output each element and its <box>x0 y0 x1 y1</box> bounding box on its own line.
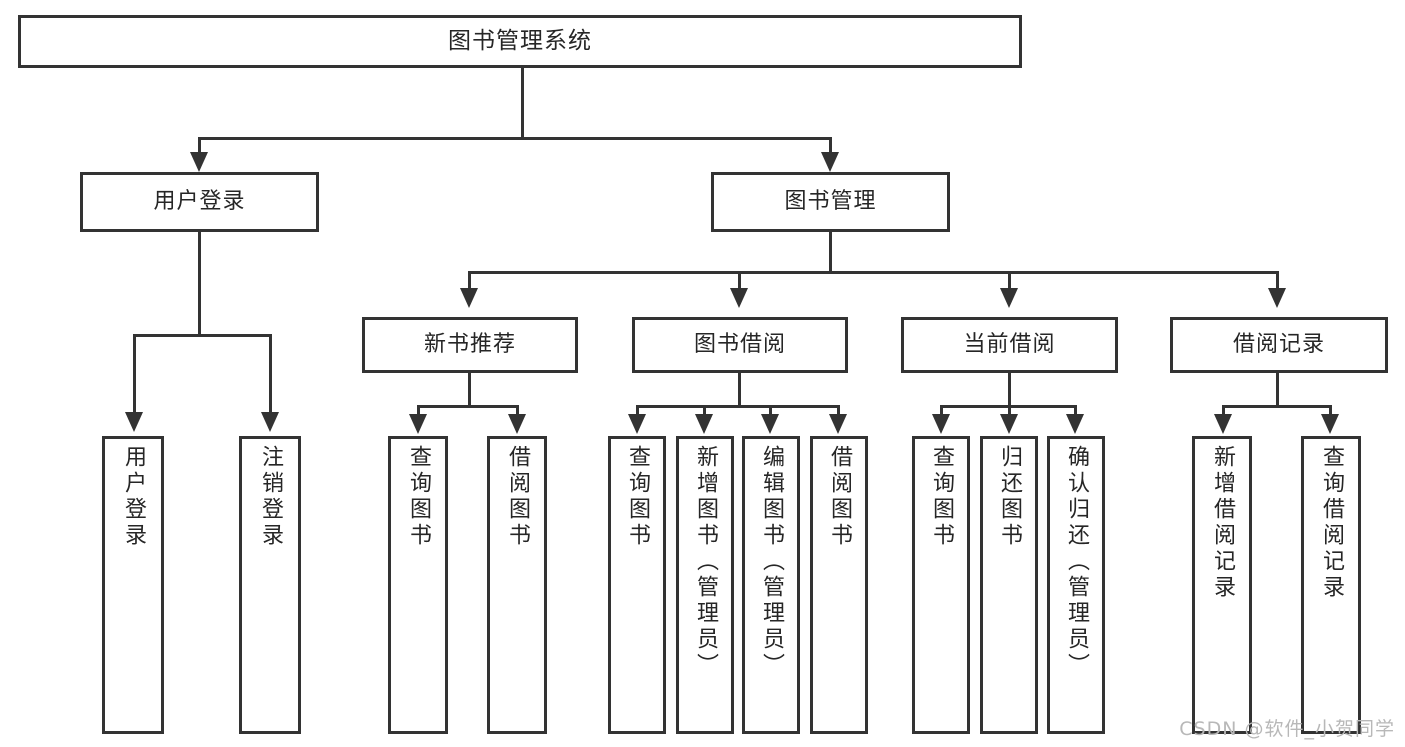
node-label: 查询图书 <box>625 445 650 549</box>
node-label: 查询图书 <box>406 445 431 549</box>
connector-user-login-right-drop <box>269 334 272 414</box>
node-label: 当前借阅 <box>963 332 1056 358</box>
connector-cb-drop-2 <box>1008 405 1011 417</box>
connector-user-login-trunk <box>198 232 201 336</box>
node-label: 借阅记录 <box>1232 332 1325 358</box>
arrow-bb-leaf-4 <box>829 414 847 434</box>
arrow-br-leaf-1 <box>1214 414 1232 434</box>
node-label: 用户登录 <box>153 189 246 215</box>
arrow-bm-to-new-book <box>460 288 478 308</box>
arrow-bb-leaf-3 <box>761 414 779 434</box>
connector-bb-drop-4 <box>837 405 840 417</box>
connector-bb-drop-2 <box>703 405 706 417</box>
leaf-user-login[interactable]: 用户登录 <box>102 436 164 734</box>
arrow-to-leaf-logout <box>261 412 279 432</box>
leaf-bb-edit-book-admin[interactable]: 编辑图书（管理员） <box>742 436 800 734</box>
arrow-root-to-user-login <box>190 152 208 172</box>
node-label: 借阅图书 <box>827 445 852 549</box>
connector-root-bar <box>198 137 831 140</box>
connector-br-trunk <box>1276 373 1279 407</box>
connector-root-trunk <box>521 68 524 139</box>
connector-nbr-drop-2 <box>516 405 519 417</box>
arrow-nbr-leaf-1 <box>409 414 427 434</box>
node-borrow-record[interactable]: 借阅记录 <box>1170 317 1388 373</box>
connector-nbr-bar <box>417 405 519 408</box>
arrow-br-leaf-2 <box>1321 414 1339 434</box>
node-label: 图书借阅 <box>693 332 786 358</box>
arrow-cb-leaf-3 <box>1066 414 1084 434</box>
connector-book-management-trunk <box>829 232 832 273</box>
connector-bm-to-borrow-record <box>1276 271 1279 291</box>
connector-root-to-book-management <box>829 137 832 155</box>
arrow-cb-leaf-2 <box>1000 414 1018 434</box>
node-book-management[interactable]: 图书管理 <box>711 172 950 232</box>
connector-cb-trunk <box>1008 373 1011 407</box>
node-label: 查询借阅记录 <box>1319 445 1344 601</box>
connector-br-drop-1 <box>1222 405 1225 417</box>
node-label: 图书管理 <box>784 189 877 215</box>
node-label: 注销登录 <box>258 445 283 549</box>
connector-root-to-user-login <box>198 137 201 155</box>
node-label: 用户登录 <box>121 445 146 549</box>
node-label: 归还图书 <box>997 445 1022 549</box>
connector-br-bar <box>1222 405 1332 408</box>
node-label: 新书推荐 <box>423 332 516 358</box>
connector-cb-drop-1 <box>940 405 943 417</box>
leaf-cb-query-book[interactable]: 查询图书 <box>912 436 970 734</box>
node-label: 确认归还（管理员） <box>1064 445 1089 679</box>
arrow-nbr-leaf-2 <box>508 414 526 434</box>
connector-nbr-drop-1 <box>417 405 420 417</box>
node-book-borrow[interactable]: 图书借阅 <box>632 317 848 373</box>
connector-bb-trunk <box>738 373 741 407</box>
node-label: 借阅图书 <box>505 445 530 549</box>
leaf-bb-add-book-admin[interactable]: 新增图书（管理员） <box>676 436 734 734</box>
connector-user-login-left-drop <box>133 334 136 414</box>
connector-bb-drop-1 <box>636 405 639 417</box>
leaf-bb-borrow-book[interactable]: 借阅图书 <box>810 436 868 734</box>
leaf-logout[interactable]: 注销登录 <box>239 436 301 734</box>
node-new-book-recommend[interactable]: 新书推荐 <box>362 317 578 373</box>
connector-cb-drop-3 <box>1074 405 1077 417</box>
node-user-login[interactable]: 用户登录 <box>80 172 319 232</box>
node-label: 新增图书（管理员） <box>693 445 718 679</box>
arrow-bm-to-book-borrow <box>730 288 748 308</box>
node-label: 编辑图书（管理员） <box>759 445 784 679</box>
leaf-nbr-borrow-book[interactable]: 借阅图书 <box>487 436 547 734</box>
connector-bb-drop-3 <box>769 405 772 417</box>
node-label: 图书管理系统 <box>448 28 592 55</box>
arrow-cb-leaf-1 <box>932 414 950 434</box>
connector-bm-to-new-book <box>468 271 471 291</box>
connector-bb-bar <box>636 405 840 408</box>
connector-bm-to-current-borrow <box>1008 271 1011 291</box>
arrow-bm-to-borrow-record <box>1268 288 1286 308</box>
arrow-to-leaf-user-login <box>125 412 143 432</box>
node-label: 查询图书 <box>929 445 954 549</box>
connector-user-login-bar <box>133 334 272 337</box>
arrow-root-to-book-management <box>821 152 839 172</box>
node-label: 新增借阅记录 <box>1210 445 1235 601</box>
node-root-book-management-system[interactable]: 图书管理系统 <box>18 15 1022 68</box>
leaf-bb-query-book[interactable]: 查询图书 <box>608 436 666 734</box>
arrow-bb-leaf-1 <box>628 414 646 434</box>
arrow-bm-to-current-borrow <box>1000 288 1018 308</box>
connector-bm-to-book-borrow <box>738 271 741 291</box>
leaf-br-query-record[interactable]: 查询借阅记录 <box>1301 436 1361 734</box>
leaf-cb-return-book[interactable]: 归还图书 <box>980 436 1038 734</box>
leaf-cb-confirm-return-admin[interactable]: 确认归还（管理员） <box>1047 436 1105 734</box>
node-current-borrow[interactable]: 当前借阅 <box>901 317 1118 373</box>
csdn-watermark: CSDN @软件_小贺同学 <box>1179 718 1395 740</box>
connector-book-management-bar <box>468 271 1279 274</box>
connector-nbr-trunk <box>468 373 471 407</box>
leaf-br-add-record[interactable]: 新增借阅记录 <box>1192 436 1252 734</box>
connector-br-drop-2 <box>1329 405 1332 417</box>
leaf-nbr-query-book[interactable]: 查询图书 <box>388 436 448 734</box>
arrow-bb-leaf-2 <box>695 414 713 434</box>
